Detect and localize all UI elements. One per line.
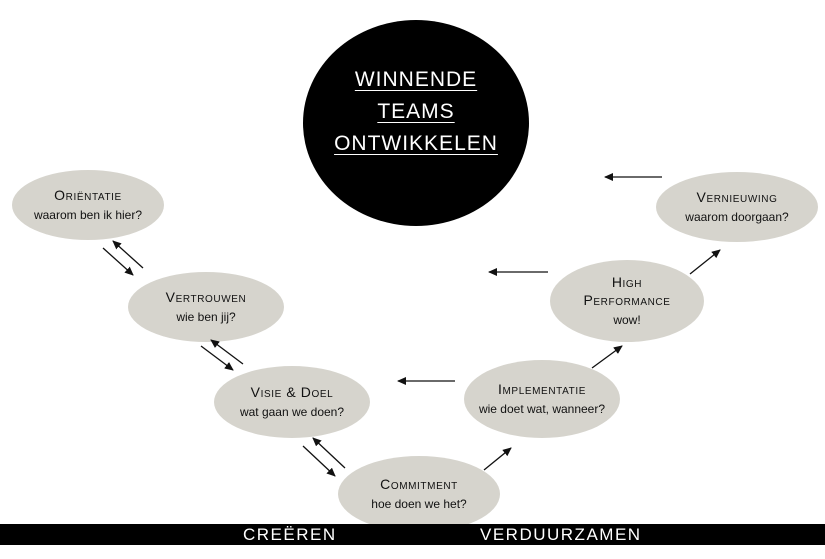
node-commitment-title: Commitment	[380, 476, 458, 492]
node-vernieuwing: Vernieuwing waarom doorgaan?	[656, 172, 818, 242]
node-orientatie-subtitle: waarom ben ik hier?	[33, 208, 143, 222]
arrow-vertrouwen-to-visie	[200, 345, 234, 371]
center-title-line-2: TEAMS	[377, 100, 455, 123]
arrow-high-to-vernieuwing	[689, 249, 721, 275]
node-orientatie: Oriëntatie waarom ben ik hier?	[12, 170, 164, 240]
node-high-performance: High Performance wow!	[550, 260, 704, 342]
node-visie-subtitle: wat gaan we doen?	[239, 405, 345, 419]
arrow-commitment-to-visie	[312, 437, 346, 469]
arrow-visie-to-commitment	[302, 445, 336, 477]
arrow-visie-to-vertrouwen	[210, 339, 244, 365]
node-vernieuwing-title: Vernieuwing	[696, 189, 778, 205]
node-implementatie-subtitle: wie doet wat, wanneer?	[478, 402, 606, 416]
center-title-line-3: ONTWIKKELEN	[334, 132, 498, 155]
node-implementatie-title: Implementatie	[498, 381, 586, 397]
node-implementatie: Implementatie wie doet wat, wanneer?	[464, 360, 620, 438]
node-vertrouwen-title: Vertrouwen	[165, 289, 247, 305]
node-commitment: Commitment hoe doen we het?	[338, 456, 500, 532]
arrow-orientatie-to-vertrouwen	[102, 247, 134, 276]
node-visie-title: Visie & Doel	[250, 384, 334, 400]
node-visie-doel: Visie & Doel wat gaan we doen?	[214, 366, 370, 438]
footer-bar	[0, 524, 825, 545]
node-vertrouwen-subtitle: wie ben jij?	[176, 310, 236, 324]
arrow-implementatie-to-high	[591, 345, 623, 369]
node-commitment-subtitle: hoe doen we het?	[371, 497, 467, 511]
node-orientatie-title: Oriëntatie	[54, 187, 122, 203]
center-title-line-1: WINNENDE	[354, 68, 478, 91]
node-high-title-2: Performance	[583, 292, 671, 308]
node-vertrouwen: Vertrouwen wie ben jij?	[128, 272, 284, 342]
arrow-commitment-to-implementatie	[483, 447, 512, 471]
node-vernieuwing-subtitle: waarom doorgaan?	[685, 210, 789, 224]
node-high-subtitle: wow!	[613, 313, 641, 327]
arrow-vertrouwen-to-orientatie	[112, 240, 144, 269]
footer-label-verduurzamen: VERDUURZAMEN	[480, 525, 642, 544]
center-circle: WINNENDE TEAMS ONTWIKKELEN	[303, 20, 529, 226]
node-high-title-1: High	[611, 274, 643, 290]
footer-label-creeren: CREËREN	[243, 525, 337, 544]
